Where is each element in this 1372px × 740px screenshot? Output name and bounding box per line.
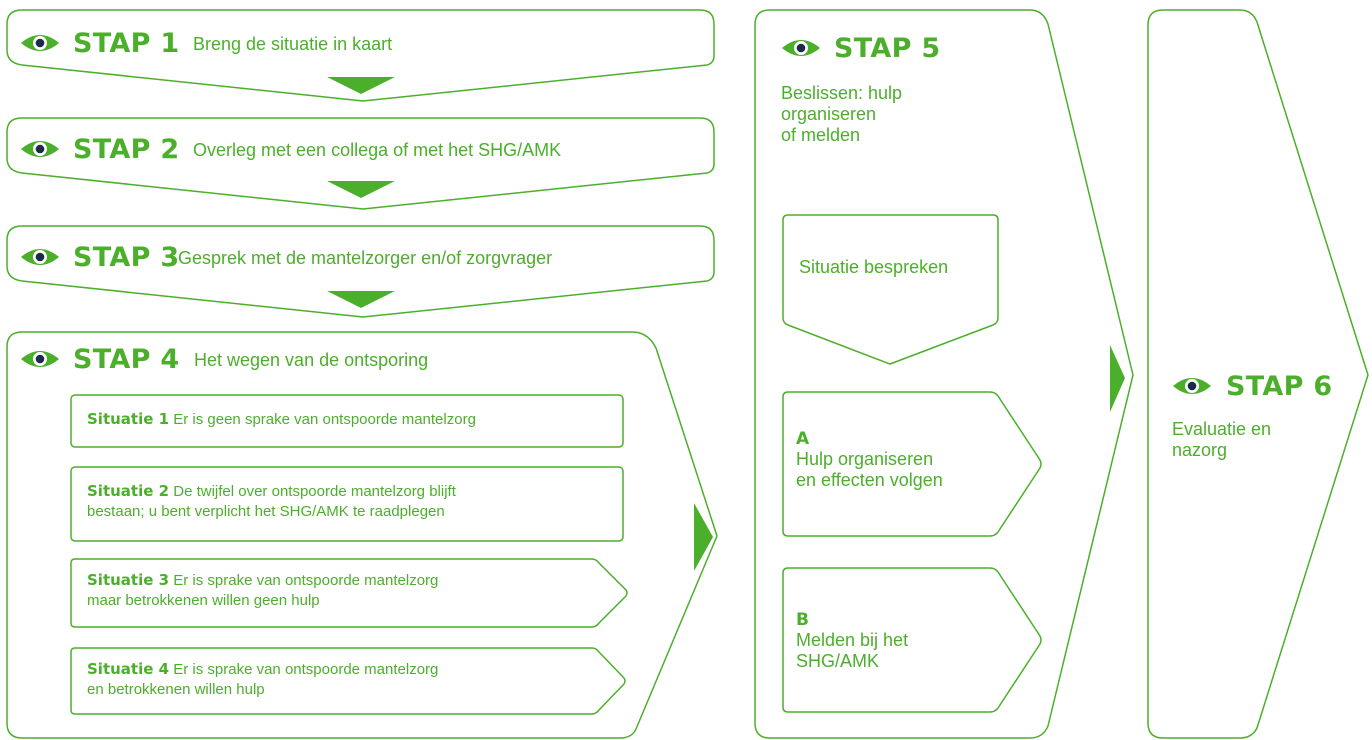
eye-icon	[1173, 378, 1211, 394]
situatie1-label: Situatie 1	[87, 410, 170, 428]
situatie2-body-line1: De twijfel over ontspoorde mantelzorg bl…	[173, 483, 456, 500]
arrow-down-1	[327, 77, 395, 94]
option-a-box	[782, 391, 1042, 537]
arrow-right-stap5	[1110, 345, 1125, 412]
eye-icon	[782, 40, 820, 56]
stap5-desc-line1: Beslissen: hulp	[781, 83, 903, 103]
stap5-desc-line3: of melden	[781, 125, 861, 146]
arrow-down-3	[327, 291, 395, 308]
situatie1-box	[70, 394, 624, 448]
stap6-description: Evaluatie en nazorg	[1172, 419, 1271, 461]
stap1-title: STAP 1	[73, 28, 180, 59]
situatie2-text: Situatie 2 De twijfel over ontspoorde ma…	[87, 482, 456, 522]
option-a-letter: A	[796, 429, 810, 449]
situatie1-text: Situatie 1 Er is geen sprake van ontspoo…	[87, 410, 476, 430]
stap1-description: Breng de situatie in kaart	[193, 34, 393, 54]
option-b-text: B Melden bij het SHG/AMK	[796, 611, 908, 672]
situatie4-box	[70, 647, 626, 715]
situatie4-text: Situatie 4 Er is sprake van ontspoorde m…	[87, 660, 438, 700]
stap2-box	[6, 117, 715, 210]
stap3-description: Gesprek met de mantelzorger en/of zorgvr…	[178, 248, 553, 268]
stap5-description: Beslissen: hulp organiseren of melden	[781, 83, 902, 147]
option-b-line1: Melden bij het	[796, 629, 909, 650]
situatie2-box	[70, 466, 624, 542]
stap3-box	[6, 225, 715, 318]
situatie3-box	[70, 558, 628, 628]
option-b-letter: B	[796, 610, 809, 630]
stap4-title: STAP 4	[73, 344, 180, 375]
situatie4-body-line2: en betrokkenen willen hulp	[87, 680, 265, 698]
stap2-description: Overleg met een collega of met het SHG/A…	[193, 140, 562, 160]
situatie4-body-line1: Er is sprake van ontspoorde mantelzorg	[173, 661, 439, 678]
stap6-box	[1147, 9, 1369, 739]
stap6-desc-line1: Evaluatie en	[1172, 419, 1272, 439]
situatie2-label: Situatie 2	[87, 482, 170, 500]
eye-icon	[21, 35, 59, 51]
stap4-description: Het wegen van de ontsporing	[194, 350, 429, 370]
eye-icon	[21, 141, 59, 157]
bespreken-label: Situatie bespreken	[799, 257, 949, 277]
stap6-desc-line2: nazorg	[1172, 440, 1228, 461]
situatie3-body-line2: maar betrokkenen willen geen hulp	[87, 591, 320, 609]
option-a-text: A Hulp organiseren en effecten volgen	[796, 430, 943, 491]
bespreken-box	[782, 214, 999, 365]
situatie3-body-line1: Er is sprake van ontspoorde mantelzorg	[173, 572, 439, 589]
stap6-title: STAP 6	[1226, 371, 1333, 402]
option-a-line1: Hulp organiseren	[796, 448, 934, 469]
stap4-box	[6, 331, 718, 739]
situatie3-text: Situatie 3 Er is sprake van ontspoorde m…	[87, 571, 438, 611]
option-b-line2: SHG/AMK	[796, 650, 880, 671]
option-b-box	[782, 567, 1042, 713]
stap2-title: STAP 2	[73, 134, 180, 165]
situatie2-body-line2: bestaan; u bent verplicht het SHG/AMK te…	[87, 502, 445, 520]
eye-icon	[21, 249, 59, 265]
stap5-desc-line2: organiseren	[781, 104, 877, 125]
option-a-line2: en effecten volgen	[796, 469, 943, 490]
stap5-box	[754, 9, 1134, 739]
situatie3-label: Situatie 3	[87, 571, 170, 589]
situatie4-label: Situatie 4	[87, 660, 170, 678]
eye-icon	[21, 351, 59, 367]
stap3-title: STAP 3	[73, 242, 180, 273]
arrow-right-stap4	[694, 503, 713, 571]
situatie1-body: Er is geen sprake van ontspoorde mantelz…	[173, 411, 476, 428]
stap5-title: STAP 5	[834, 33, 941, 64]
stap1-box	[6, 9, 715, 102]
arrow-down-2	[327, 181, 395, 198]
